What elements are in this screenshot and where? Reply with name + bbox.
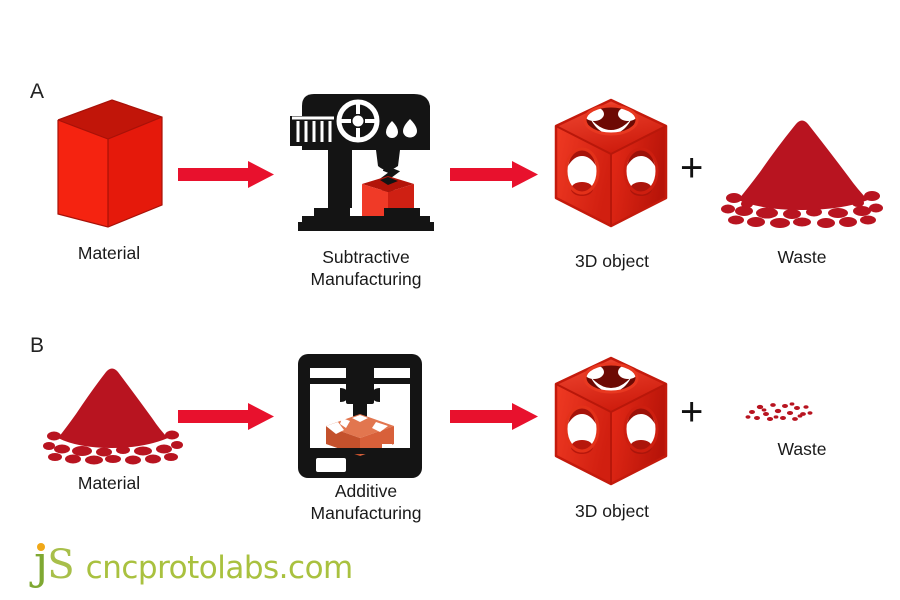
waste-output-icon-a: [721, 112, 883, 232]
small-powder-specks-icon: [745, 402, 813, 421]
large-powder-pile-icon: [721, 120, 883, 228]
arrow-printer-to-object: [450, 400, 540, 437]
arrow-machine-to-object: [450, 158, 540, 195]
site-domain: cncprotolabs.com: [85, 550, 354, 586]
plus-operator-a: +: [680, 146, 704, 190]
caption-object-b: 3D object: [575, 501, 649, 521]
output-object-icon-b: [546, 352, 676, 494]
3d-printer-icon: [298, 354, 422, 478]
site-watermark: jS cncprotolabs.com: [34, 539, 353, 586]
material-powder-icon: [42, 362, 184, 470]
caption-object-a: 3D object: [575, 251, 649, 271]
caption-material-b: Material: [77, 473, 141, 493]
arrow-material-to-printer: [178, 400, 276, 437]
caption-subtractive: Subtractive Manufacturing: [310, 247, 422, 290]
row-label-a: A: [30, 80, 45, 103]
right-arrow-icon: [178, 161, 274, 188]
solid-cube-icon: [57, 99, 163, 228]
powder-pile-icon: [43, 368, 183, 465]
caption-material-a: Material: [77, 243, 141, 263]
cnc-milling-machine-icon: [290, 94, 434, 231]
logo-letter-s: S: [47, 542, 75, 588]
caption-additive: Additive Manufacturing: [310, 481, 422, 524]
holed-cube-icon: [554, 98, 668, 228]
caption-waste-a: Waste: [777, 247, 827, 267]
right-arrow-icon: [450, 161, 538, 188]
caption-waste-b: Waste: [777, 439, 827, 459]
row-label-b: B: [30, 334, 45, 357]
plus-operator-b: +: [680, 390, 704, 434]
right-arrow-icon: [450, 403, 538, 430]
arrow-material-to-machine: [178, 158, 276, 195]
waste-output-icon-b: [742, 398, 816, 426]
right-arrow-icon: [178, 403, 274, 430]
output-object-icon-a: [546, 94, 676, 236]
logo-dot-icon: [37, 543, 45, 551]
logo-mark: jS: [34, 539, 75, 585]
additive-machine-icon: [296, 352, 424, 480]
logo-letter-j: j: [34, 535, 48, 589]
subtractive-machine-icon: [288, 88, 444, 238]
holed-cube-icon: [554, 356, 668, 486]
material-block-icon-a: [50, 92, 168, 232]
